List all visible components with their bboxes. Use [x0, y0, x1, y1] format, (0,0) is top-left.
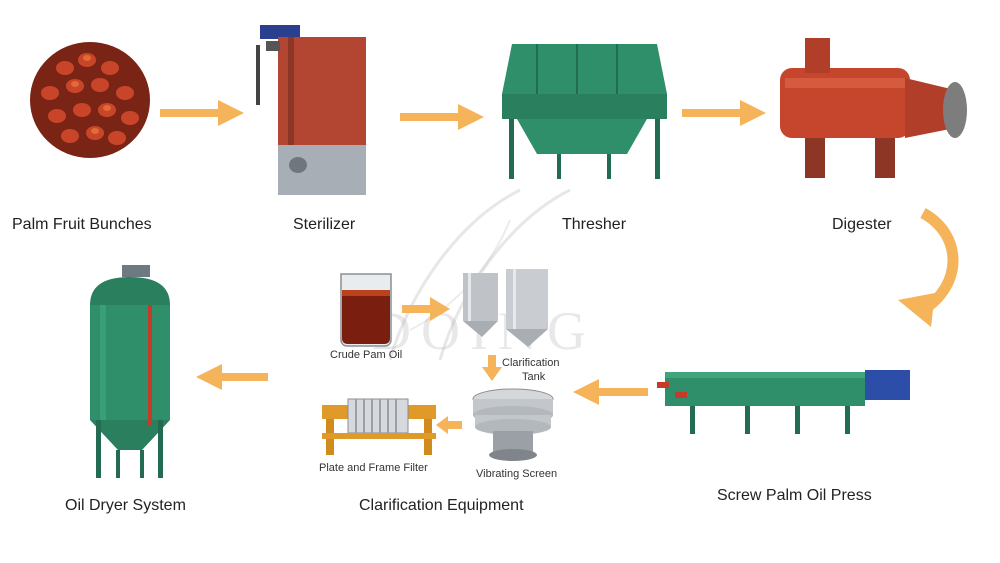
thresher-label: Thresher	[562, 216, 627, 233]
plate-frame-filter-icon	[322, 398, 436, 455]
digester-machine-icon	[780, 38, 967, 178]
arrow-left-icon	[573, 379, 648, 405]
crude-oil-label: Crude Pam Oil	[330, 349, 403, 361]
arrow-right-icon	[400, 104, 484, 130]
beaker-icon	[340, 273, 392, 347]
clarification-tank-icon	[463, 269, 548, 347]
digester-label: Digester	[832, 216, 892, 233]
palm-fruit-bunch-icon	[30, 42, 150, 158]
clarification-equipment-label: Clarification Equipment	[359, 497, 524, 514]
arrow-left-icon	[436, 416, 462, 434]
clarification-tank-label: Clarification	[502, 357, 560, 369]
thresher-machine-icon	[502, 44, 667, 179]
oil-dryer-system-label: Oil Dryer System	[65, 497, 186, 514]
oil-dryer-tower-icon	[90, 265, 170, 478]
screw-press-icon	[657, 370, 910, 434]
vibrating-screen-icon	[472, 388, 554, 461]
arrow-right-icon	[402, 297, 450, 321]
arrow-down-icon	[482, 355, 502, 381]
curved-arrow-down-icon	[898, 208, 959, 327]
arrow-right-icon	[682, 100, 766, 126]
screw-press-label: Screw Palm Oil Press	[717, 487, 872, 504]
sterilizer-tank-icon	[256, 25, 366, 195]
clarification-tank-label-line2: Tank	[522, 371, 546, 383]
plate-frame-filter-label: Plate and Frame Filter	[319, 462, 428, 474]
arrow-right-icon	[160, 100, 244, 126]
vibrating-screen-label: Vibrating Screen	[476, 468, 558, 480]
sterilizer-label: Sterilizer	[293, 216, 356, 233]
arrow-left-icon	[196, 364, 268, 390]
palm-fruit-bunches-label: Palm Fruit Bunches	[12, 216, 152, 233]
